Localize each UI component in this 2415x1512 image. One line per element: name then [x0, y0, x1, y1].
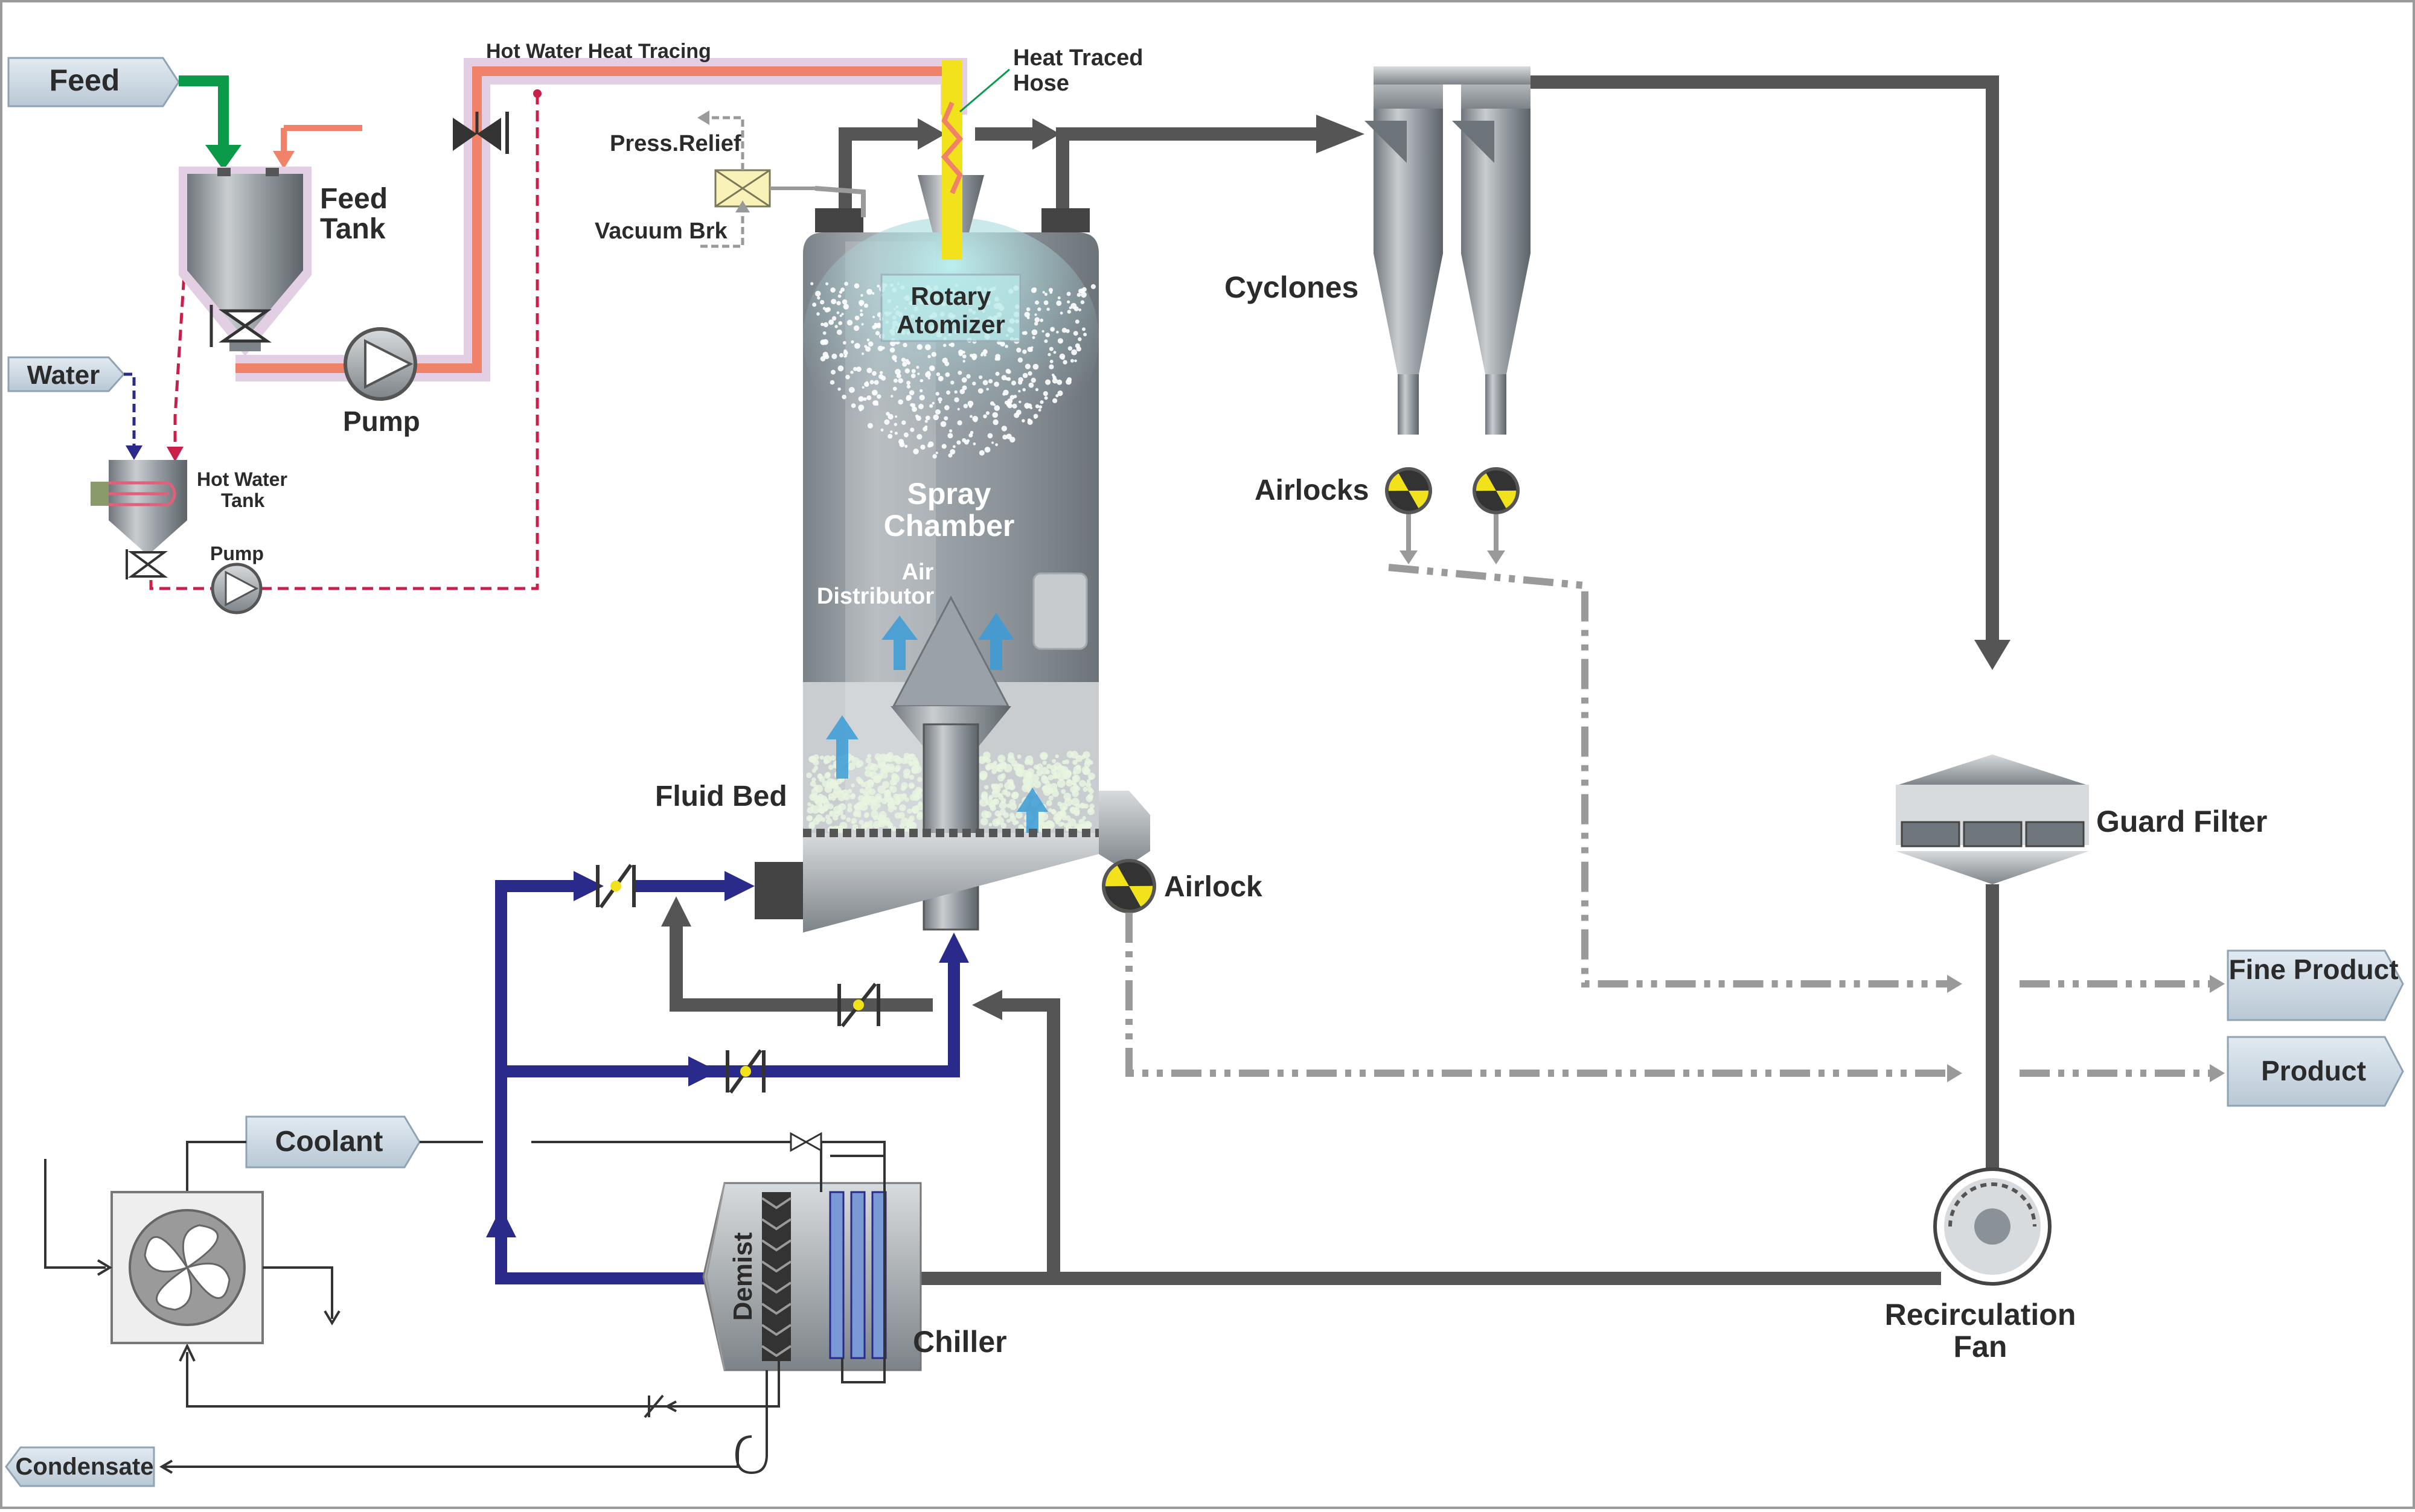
fine-product-tag: Fine Product: [2227, 949, 2404, 1021]
cyclone-exhaust-duct: [1531, 75, 1999, 646]
hot-water-pump-icon[interactable]: [211, 563, 263, 614]
fine-product-label: Fine Product: [2228, 954, 2398, 985]
feed-tank-label-1: Feed: [320, 183, 388, 215]
feed-pump-icon[interactable]: [344, 327, 417, 401]
guard-filter-label: Guard Filter: [2096, 805, 2267, 838]
feed-line-arrow: [205, 145, 242, 170]
heat-traced-hose-label-2: Hose: [1013, 71, 1069, 96]
fine-product-line: [1388, 564, 1950, 987]
hot-water-return-line: [149, 94, 539, 590]
cyclone-1-airlock-icon[interactable]: [1383, 464, 1434, 517]
air-distributor-label-1: Air: [902, 560, 934, 585]
demist-label: Demist: [728, 1232, 758, 1321]
spray-chamber-label-1: Spray: [907, 477, 991, 511]
feed-tank: [179, 167, 312, 356]
hot-water-heat-tracing-label: Hot Water Heat Tracing: [486, 40, 711, 63]
hot-water-pump-label: Pump: [210, 543, 264, 564]
cyclone-2-airlock-icon[interactable]: [1471, 464, 1521, 517]
feed-tag: Feed: [7, 57, 180, 107]
water-tag-label: Water: [27, 360, 100, 390]
coolant-unit: [110, 1191, 264, 1344]
spray-chamber-label-2: Chamber: [884, 509, 1015, 543]
air-distributor: [891, 595, 1011, 931]
feed-control-valve-icon[interactable]: [453, 112, 509, 154]
air-flow-arrows: [826, 613, 1048, 848]
product-tag: Product: [2227, 1036, 2404, 1107]
coolant-tag: Coolant: [245, 1115, 421, 1169]
hot-water-tank-label-1: Hot Water: [197, 468, 287, 490]
press-relief-label: Press.Relief: [610, 131, 741, 156]
feed-line: [179, 75, 229, 150]
coolant-valve-icon[interactable]: [790, 1132, 822, 1152]
rotary-atomizer-label-1: Rotary: [910, 282, 991, 310]
hot-water-tank-valve-icon[interactable]: [126, 549, 168, 579]
recirculation-fan-label-1: Recirculation: [1885, 1298, 2076, 1332]
condensate-tag: Condensate: [5, 1446, 155, 1487]
cyclone-2: [1452, 66, 1531, 435]
pump-label: Pump: [343, 406, 420, 437]
product-line: [1125, 913, 1950, 1077]
bypass-damper-icon[interactable]: [837, 983, 880, 1027]
hot-water-tank-label-2: Tank: [221, 490, 265, 511]
fluid-bed-label: Fluid Bed: [655, 780, 787, 812]
rotary-atomizer: [880, 60, 1022, 342]
condensate-tag-label: Condensate: [16, 1453, 154, 1480]
chiller: [702, 1182, 922, 1371]
airlocks-label: Airlocks: [1255, 474, 1369, 506]
cyclones-label: Cyclones: [1224, 270, 1358, 304]
airlock-label: Airlock: [1164, 871, 1262, 903]
water-tag: Water: [7, 356, 126, 392]
chamber-inlet-damper-icon[interactable]: [726, 1049, 766, 1094]
hot-water-supply-line: [173, 274, 186, 459]
chiller-label: Chiller: [913, 1325, 1007, 1359]
hot-water-tank: [91, 460, 187, 555]
guard-filter: [1896, 754, 2089, 884]
heat-traced-hose-label-1: Heat Traced: [1013, 45, 1143, 71]
fluid-bed-plenum: [755, 829, 1111, 933]
feed-tank-valve-icon[interactable]: [210, 305, 272, 347]
airlock-icon[interactable]: [1099, 855, 1159, 916]
vacuum-brk-label: Vacuum Brk: [595, 219, 728, 244]
air-distributor-label-2: Distributor: [817, 584, 934, 609]
product-label: Product: [2261, 1055, 2366, 1086]
fluid-bed-particles: [806, 751, 1095, 834]
recirculation-fan-icon[interactable]: [1933, 1167, 2052, 1286]
coolant-tag-label: Coolant: [275, 1126, 383, 1158]
fluid-bed-damper-icon[interactable]: [596, 864, 636, 908]
coolant-check-valve-icon[interactable]: [644, 1394, 677, 1418]
feed-tank-label-2: Tank: [320, 213, 386, 245]
chilled-air-line: [495, 880, 724, 1284]
exhaust-duct-main: [1056, 127, 1346, 217]
rotary-atomizer-label-2: Atomizer: [897, 310, 1005, 339]
feed-tag-label: Feed: [50, 63, 120, 97]
recirculation-fan-label-2: Fan: [1954, 1330, 2007, 1364]
